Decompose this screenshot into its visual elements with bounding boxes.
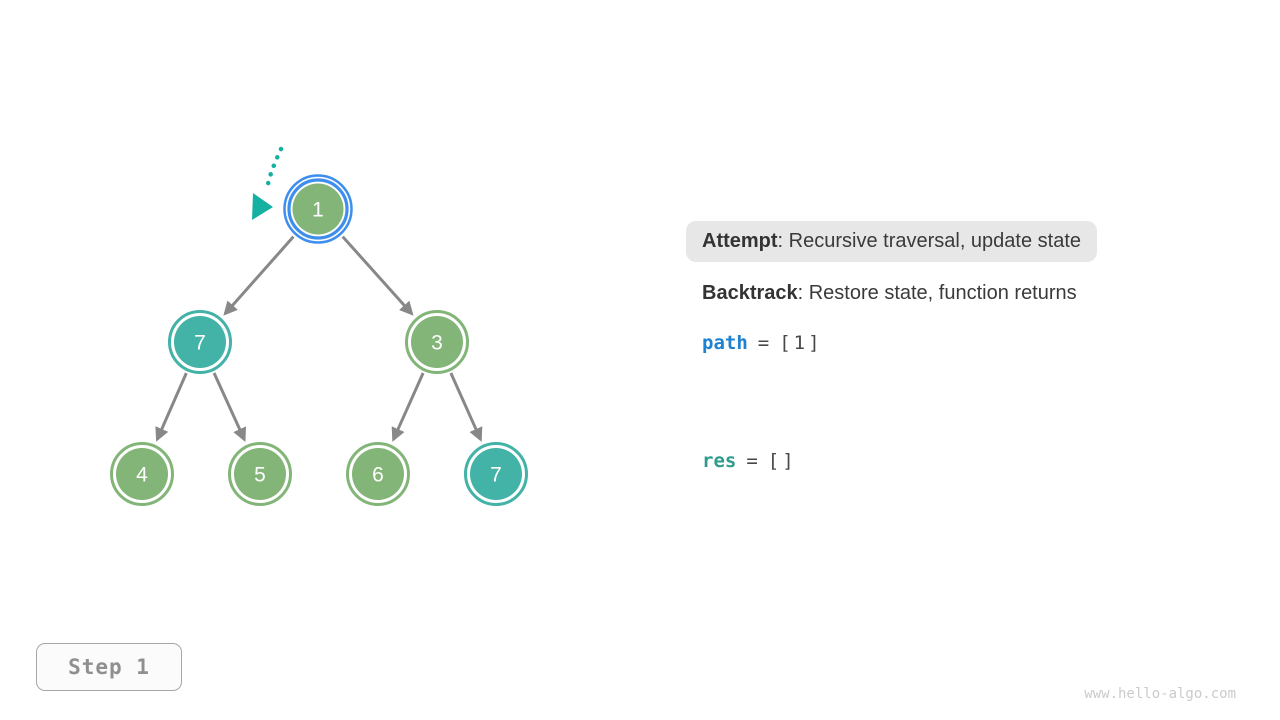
tree-node-label: 7 — [490, 464, 502, 487]
path-state-line: path = [1] — [702, 332, 823, 354]
path-equals: = — [757, 332, 770, 354]
tree-edge — [391, 372, 425, 442]
tree-node-1-current: 1 — [283, 174, 353, 244]
backtrack-text: : Restore state, function returns — [797, 282, 1077, 304]
backtrack-label: Backtrack — [702, 282, 798, 304]
tree-edge — [155, 372, 188, 442]
attempt-label: Attempt — [702, 230, 778, 252]
backtrack-line: Backtrack: Restore state, function retur… — [702, 282, 1077, 305]
edges-layer — [155, 235, 483, 442]
tree-node-label: 4 — [136, 464, 148, 487]
nodes-layer: 1 7 3 4 5 6 7 — [110, 174, 528, 506]
res-variable: res — [702, 450, 737, 472]
attempt-text: : Recursive traversal, update state — [777, 230, 1082, 252]
tree-node-3: 3 — [405, 310, 469, 374]
path-value: [1] — [779, 332, 823, 354]
res-equals: = — [746, 450, 758, 472]
tree-edge — [212, 372, 247, 442]
attempt-callout: Attempt: Recursive traversal, update sta… — [686, 221, 1098, 262]
tree-edge — [341, 235, 414, 316]
tree-node-4: 4 — [110, 442, 174, 506]
watermark: www.hello-algo.com — [1084, 686, 1236, 702]
tree-node-label: 1 — [312, 199, 324, 222]
binary-tree-diagram: 1 7 3 4 5 6 7 — [110, 146, 528, 506]
tree-edge — [223, 235, 295, 316]
tree-node-label: 6 — [372, 464, 384, 487]
tree-node-7: 7 — [168, 310, 232, 374]
tree-node-5: 5 — [228, 442, 292, 506]
pointer-arrowhead-icon — [252, 193, 273, 220]
res-state-line: res = [] — [702, 450, 797, 472]
tree-node-7: 7 — [464, 442, 528, 506]
step-badge: Step 1 — [36, 643, 182, 691]
tree-node-label: 7 — [194, 332, 206, 355]
path-variable: path — [702, 332, 748, 354]
tree-edge — [449, 372, 483, 442]
res-value: [] — [767, 450, 797, 472]
pointer-dotted-tail — [265, 146, 284, 187]
tree-node-label: 3 — [431, 332, 443, 355]
traversal-pointer-icon — [252, 146, 284, 220]
tree-node-6: 6 — [346, 442, 410, 506]
tree-node-label: 5 — [254, 464, 266, 487]
